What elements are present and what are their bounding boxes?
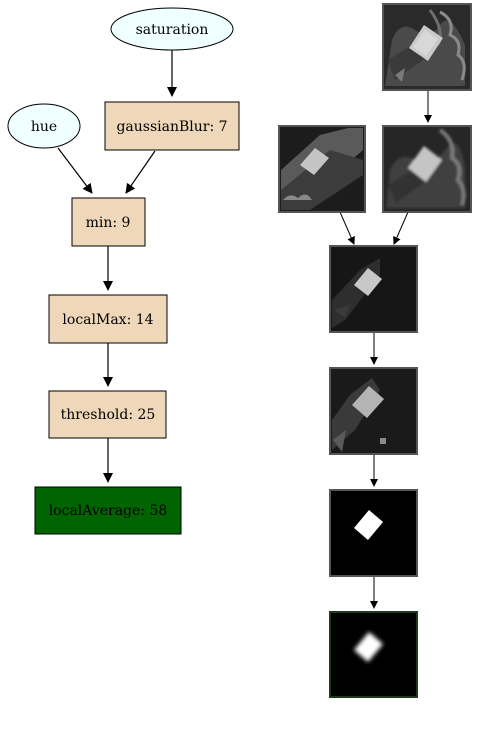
node-localaverage-shape (34, 486, 182, 535)
edge-gaussianblur-min (125, 150, 156, 194)
hue-image (278, 125, 366, 213)
node-localmax-label: localMax: 14 (62, 312, 153, 328)
edge-hue-image-min-image (339, 211, 355, 245)
node-saturation-shape (110, 7, 234, 51)
node-saturation-label: saturation (136, 22, 209, 38)
node-localaverage-label: localAverage: 58 (49, 503, 168, 519)
node-min: min: 9 (71, 197, 146, 247)
edge-hue-min (57, 147, 93, 194)
localmax-image (329, 367, 418, 455)
edge-gaussianblur-image-min-image (393, 211, 409, 245)
min-image (329, 245, 418, 333)
node-threshold-shape (48, 390, 167, 439)
node-localmax-shape (48, 294, 168, 344)
operation-graph: saturation hue gaussianBlur: 7 min: 9 lo… (7, 7, 240, 535)
node-localmax: localMax: 14 (48, 294, 168, 344)
node-localaverage: localAverage: 58 (34, 486, 182, 535)
localaverage-image (329, 611, 418, 698)
thumbnail-graph (278, 3, 472, 698)
node-hue-label: hue (31, 119, 57, 135)
threshold-image (329, 489, 418, 577)
node-min-shape (71, 197, 146, 247)
node-min-label: min: 9 (86, 215, 131, 231)
node-saturation: saturation (110, 7, 234, 51)
node-hue-shape (7, 103, 81, 149)
gaussianblur-image (382, 125, 472, 213)
node-gaussianblur-shape (104, 101, 240, 151)
node-threshold: threshold: 25 (48, 390, 167, 439)
node-hue: hue (7, 103, 81, 149)
saturation-image (382, 3, 472, 91)
node-threshold-label: threshold: 25 (61, 407, 156, 423)
node-gaussianblur: gaussianBlur: 7 (104, 101, 240, 151)
node-gaussianblur-label: gaussianBlur: 7 (116, 119, 227, 135)
